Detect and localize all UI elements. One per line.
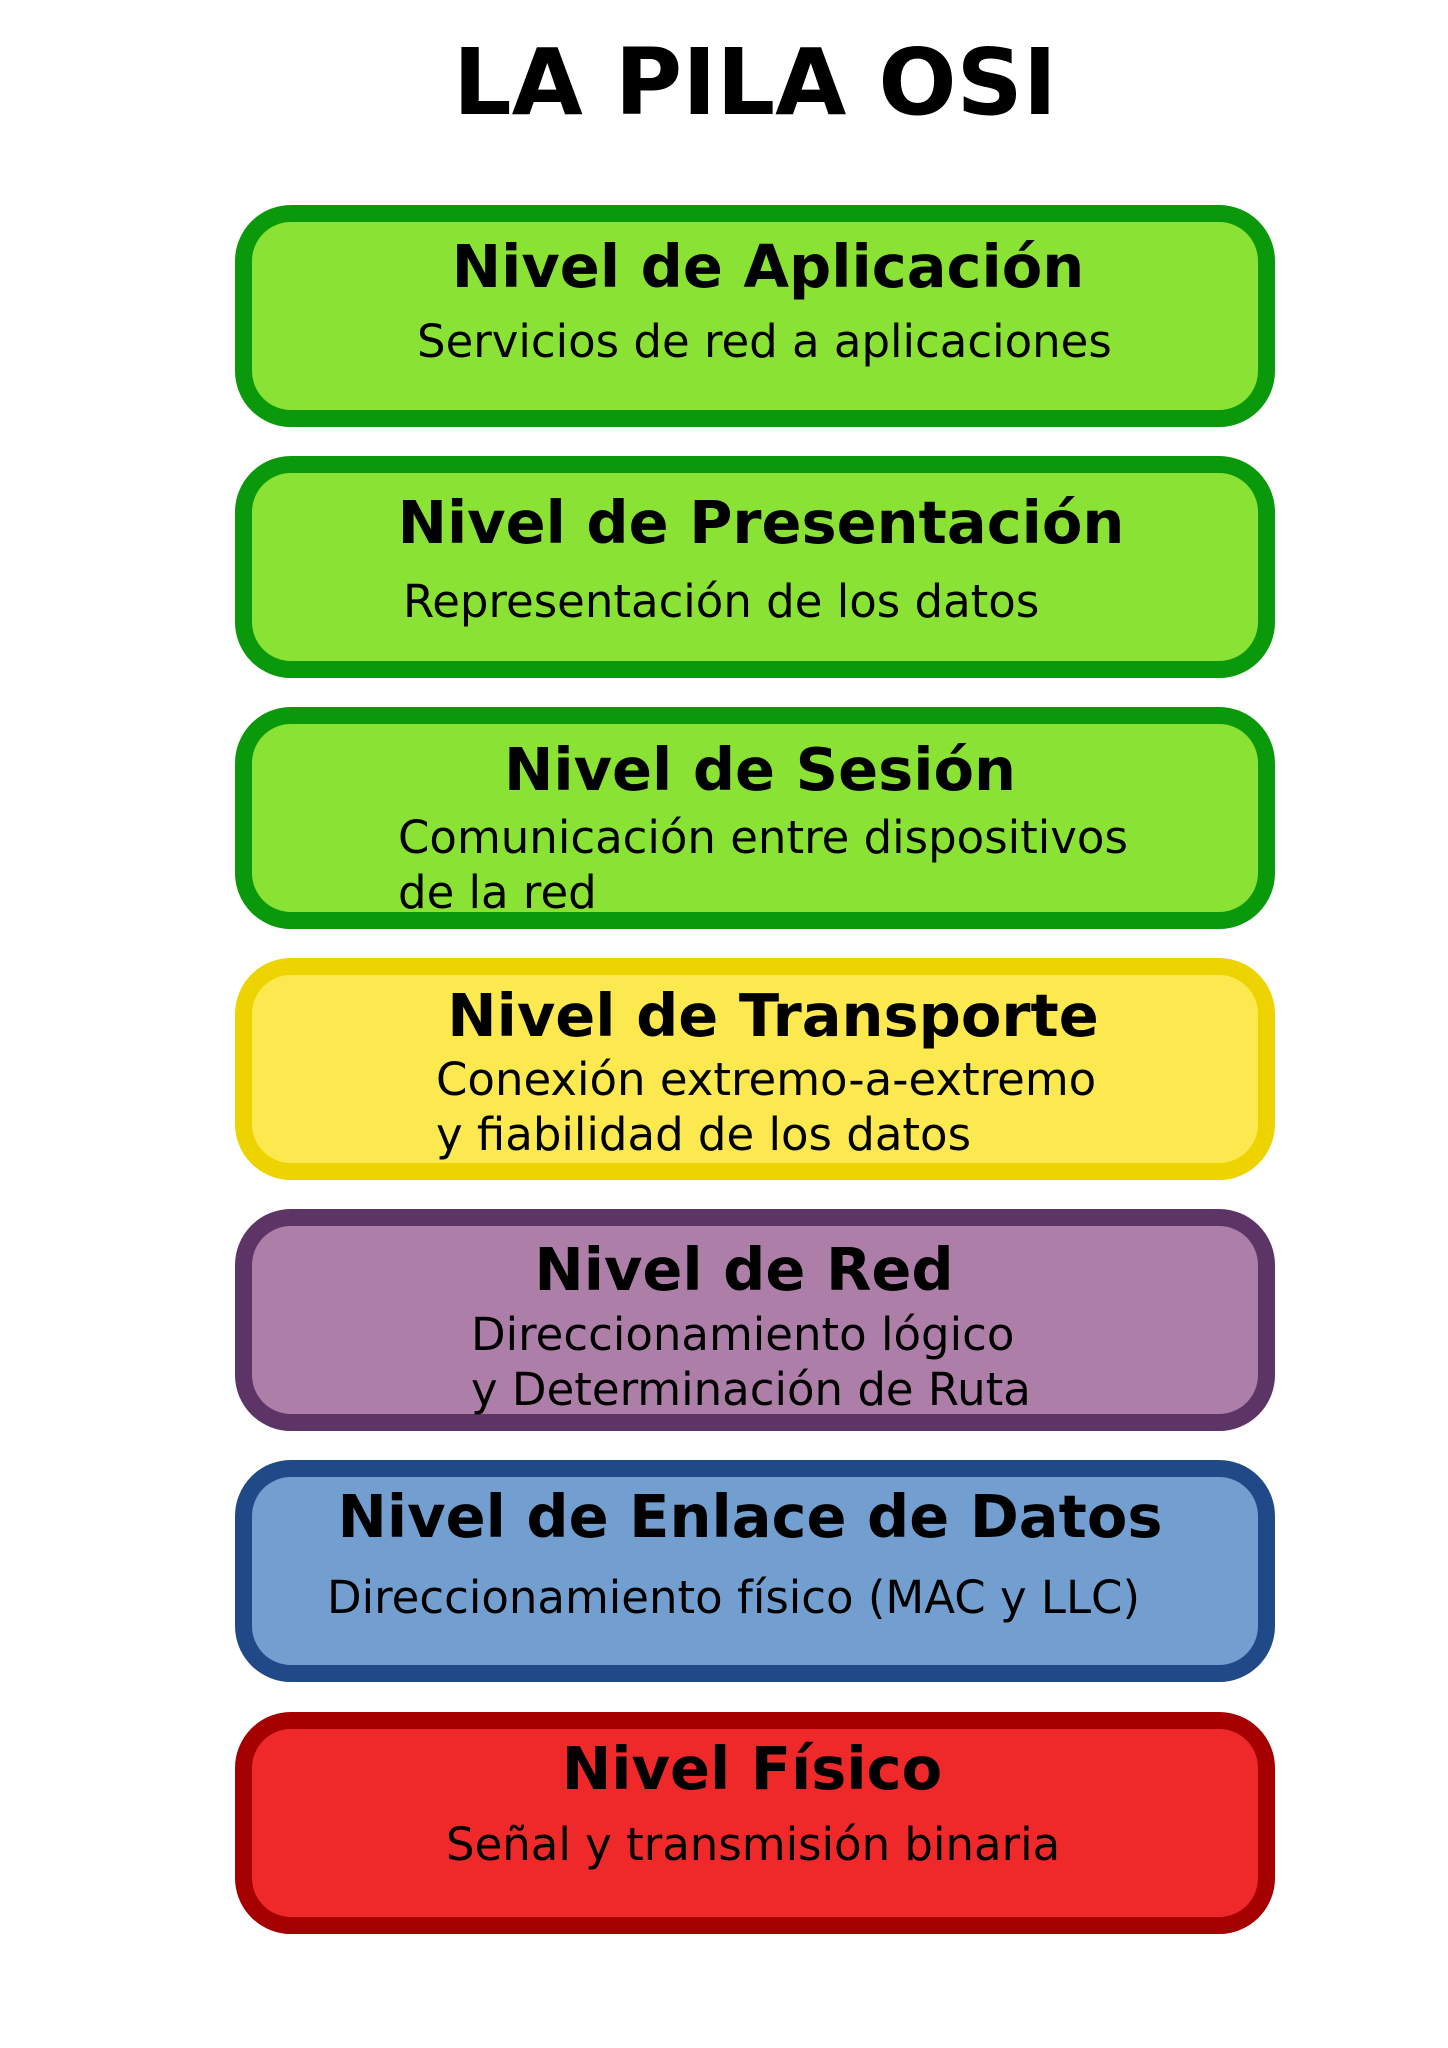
layer-title: Nivel de Transporte (447, 981, 1099, 1050)
layer-description-line: Servicios de red a aplicaciones (417, 315, 1112, 368)
layer-presentation: Nivel de Presentación Representación de … (235, 456, 1275, 678)
layer-description-line: Comunicación entre dispositivos (398, 811, 1128, 864)
layer-data-link: Nivel de Enlace de Datos Direccionamient… (235, 1460, 1275, 1682)
layer-description-line: Señal y transmisión binaria (446, 1818, 1061, 1871)
layer-application: Nivel de Aplicación Servicios de red a a… (235, 205, 1275, 427)
layer-title: Nivel de Red (534, 1235, 954, 1304)
layer-description: Servicios de red a aplicaciones (417, 314, 1112, 369)
layer-description: Representación de los datos (403, 574, 1039, 629)
layer-description-line: y fiabilidad de los datos (436, 1108, 972, 1161)
layer-description-line: Conexión extremo-a-extremo (436, 1053, 1097, 1106)
layer-session: Nivel de Sesión Comunicación entre dispo… (235, 707, 1275, 929)
diagram-title: LA PILA OSI (452, 29, 1058, 136)
layer-title: Nivel de Aplicación (451, 232, 1085, 301)
layer-title: Nivel Físico (561, 1734, 943, 1803)
layer-transport: Nivel de Transporte Conexión extremo-a-e… (235, 958, 1275, 1180)
layer-title: Nivel de Sesión (503, 735, 1016, 804)
layer-description-line: y Determinación de Ruta (471, 1363, 1031, 1416)
layer-physical: Nivel Físico Señal y transmisión binaria (235, 1712, 1275, 1934)
layer-description: Comunicación entre dispositivos de la re… (398, 810, 1128, 920)
layer-description-line: Representación de los datos (403, 575, 1040, 628)
layer-description-line: de la red (398, 866, 597, 919)
layer-description-line: Direccionamiento lógico (471, 1308, 1015, 1361)
layer-description: Direccionamiento físico (MAC y LLC) (327, 1570, 1140, 1625)
layer-title: Nivel de Presentación (397, 488, 1125, 557)
layer-description: Señal y transmisión binaria (446, 1817, 1060, 1872)
layer-title: Nivel de Enlace de Datos (337, 1482, 1163, 1551)
layer-description-line: Direccionamiento físico (MAC y LLC) (327, 1571, 1141, 1624)
layer-description: Conexión extremo-a-extremo y fiabilidad … (436, 1052, 1096, 1162)
layer-description: Direccionamiento lógico y Determinación … (471, 1307, 1031, 1417)
layer-network: Nivel de Red Direccionamiento lógico y D… (235, 1209, 1275, 1431)
